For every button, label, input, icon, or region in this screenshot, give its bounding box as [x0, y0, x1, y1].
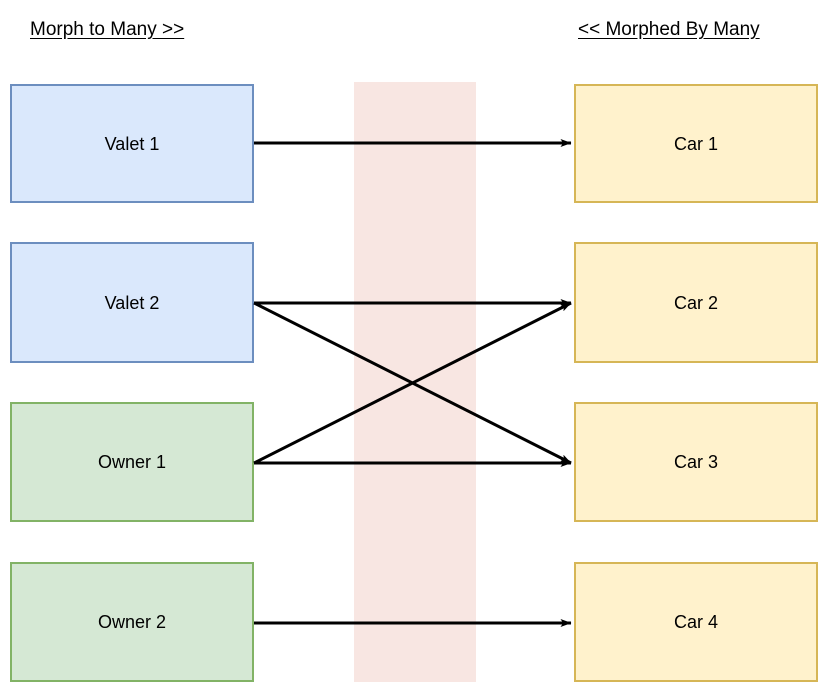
node-car-1[interactable]: Car 1: [574, 84, 818, 203]
node-car-2[interactable]: Car 2: [574, 242, 818, 363]
node-owner-1[interactable]: Owner 1: [10, 402, 254, 522]
node-valet-2[interactable]: Valet 2: [10, 242, 254, 363]
node-car-4[interactable]: Car 4: [574, 562, 818, 682]
node-car-3[interactable]: Car 3: [574, 402, 818, 522]
heading-morph-to-many: Morph to Many >>: [30, 19, 185, 40]
node-owner-2[interactable]: Owner 2: [10, 562, 254, 682]
node-valet-1[interactable]: Valet 1: [10, 84, 254, 203]
middle-highlight-band: [354, 82, 476, 682]
heading-morphed-by-many: << Morphed By Many: [578, 19, 760, 40]
